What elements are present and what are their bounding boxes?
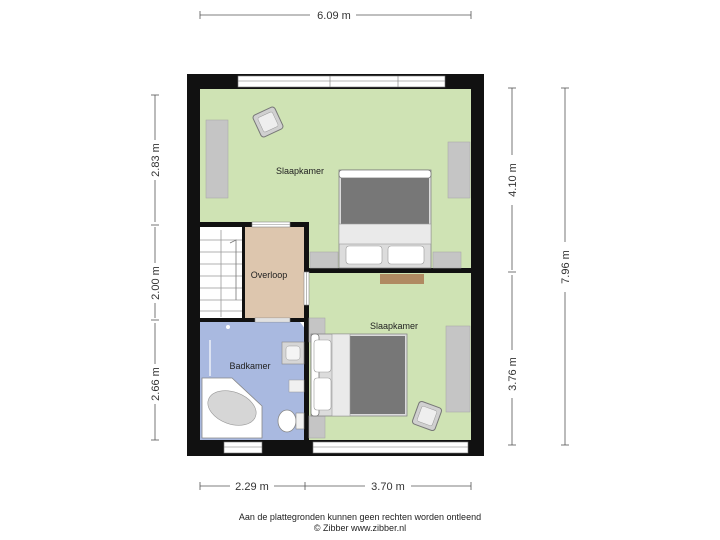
armchair-bottom — [411, 400, 443, 432]
window-bottom-left — [223, 441, 263, 454]
sink-basin — [285, 345, 301, 361]
toilet — [277, 409, 297, 433]
desk-bottom — [380, 274, 424, 284]
bed-top — [338, 169, 432, 269]
dim-left-middle: 2.00 m — [150, 266, 162, 300]
room-label-bedroom-bottom: Slaapkamer — [370, 321, 418, 331]
dim-bottom-left: 2.29 m — [235, 481, 269, 493]
wardrobe-right — [447, 141, 471, 199]
staircase — [200, 230, 242, 317]
bed-bottom — [310, 333, 408, 417]
wall-bedroom-top-bottom-mid — [290, 222, 305, 227]
bedroom-bottom-furniture — [308, 274, 471, 439]
nightstand-right — [432, 251, 462, 269]
outer-wall-right — [471, 74, 484, 456]
shower-head — [226, 325, 230, 329]
dimension-lines — [151, 11, 569, 490]
room-label-landing: Overloop — [251, 270, 288, 280]
wall-bedroom-top-bottom-left — [200, 222, 252, 227]
wall-landing-left — [242, 227, 245, 322]
footer-copyright: © Zibber www.zibber.nl — [313, 523, 407, 533]
dim-right-upper: 4.10 m — [507, 163, 519, 197]
room-label-bedroom-top: Slaapkamer — [276, 166, 324, 176]
dim-left-top: 2.83 m — [150, 143, 162, 177]
dim-right-lower: 3.76 m — [507, 357, 519, 391]
dim-right-total: 7.96 m — [560, 250, 572, 284]
wall-landing-right — [304, 222, 309, 272]
window-top — [237, 75, 446, 88]
wall-bathroom-right — [304, 335, 309, 440]
wall-bedrooms-divider — [304, 268, 471, 273]
wardrobe-bottom-right — [445, 325, 471, 413]
outer-wall-left — [187, 74, 200, 456]
dimension-labels: 6.09 m 2.83 m 2.00 m 2.66 m 4.10 m 3.76 … — [150, 10, 572, 493]
dim-left-bottom: 2.66 m — [150, 367, 162, 401]
window-bottom-right — [312, 441, 469, 454]
nightstand-left — [309, 251, 339, 269]
dim-top-width: 6.09 m — [317, 10, 351, 22]
windows — [223, 75, 469, 454]
bedroom-top-furniture — [205, 106, 471, 269]
bathroom-fixtures — [201, 325, 305, 439]
dim-bottom-right: 3.70 m — [371, 481, 405, 493]
armchair-top — [252, 106, 284, 138]
bathtub — [201, 377, 263, 439]
toilet-tank — [295, 412, 305, 430]
footer-disclaimer: Aan de plattegronden kunnen geen rechten… — [238, 512, 482, 522]
shelf — [288, 379, 305, 393]
room-label-bathroom: Badkamer — [229, 361, 270, 371]
wall-bathroom-top-left — [200, 318, 255, 322]
wardrobe-left — [205, 119, 229, 199]
doors — [251, 221, 310, 323]
nightstand-bottom-low — [308, 415, 326, 439]
landing-floor — [243, 227, 304, 319]
wall-bathroom-top-right — [290, 318, 309, 322]
